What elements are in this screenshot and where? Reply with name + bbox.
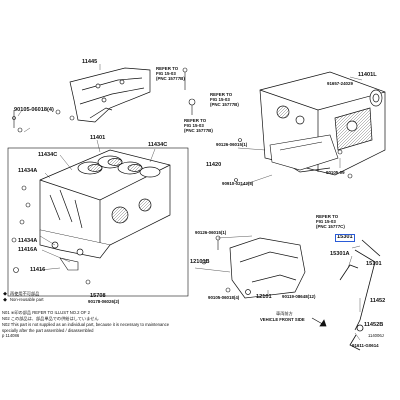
part-label-bolt-long[interactable]: 90119-08648(12) — [282, 294, 316, 299]
note-n02-ja: N02 この部品は、部品単品での供給はしていません — [2, 316, 99, 321]
part-label-plug-a[interactable]: 11434A — [18, 168, 38, 174]
part-label-ring[interactable]: 11416A — [18, 247, 38, 253]
part-label-hanger[interactable]: 11401L — [358, 72, 377, 78]
vehicle-front-arrow — [311, 317, 327, 327]
part-label-gasket[interactable]: 91657-24029 — [327, 81, 353, 86]
part-label-gauge[interactable]: 15301 — [335, 234, 355, 242]
legend-non-reusable-ja: ◆再使用不可部品 — [3, 291, 40, 297]
small-parts-drawing — [11, 67, 353, 293]
part-label-hanger-bolt[interactable]: 90105-09 — [326, 170, 345, 175]
part-label-tube[interactable]: 11452 — [370, 298, 386, 304]
note-n02-en-cont: specially after the part assembled / dis… — [2, 328, 94, 333]
part-label-seal[interactable]: 11420 — [206, 162, 222, 168]
head-cover-drawing — [69, 67, 151, 123]
oil-pan-lower-drawing — [229, 237, 306, 299]
part-label-stud-top[interactable]: 90126-06015(1) — [216, 142, 248, 147]
vehicle-front-side-ja: 車両前方 — [276, 311, 293, 316]
note-n02-en: N02 This part is not supplied as an indi… — [2, 322, 170, 327]
oil-level-gauge-drawing — [339, 239, 381, 351]
part-label-case-right[interactable]: 11434C — [148, 142, 168, 148]
non-reusable-icon: ◆ — [3, 291, 7, 297]
legend-non-reusable: ◆Non-reusable part — [3, 297, 44, 303]
part-label-tube-ring[interactable]: 11452B — [364, 322, 384, 328]
part-label-plug-b[interactable]: 11434A — [18, 238, 38, 244]
part-label-bolt-mid[interactable]: 90178-06026(2) — [88, 299, 120, 304]
part-label-cover[interactable]: 11445 — [82, 59, 98, 65]
figure-id: 114006J — [368, 333, 384, 338]
part-label-baffle[interactable]: 12101 — [256, 294, 272, 300]
part-label-bolt-left[interactable]: 90105-06018(4) — [14, 107, 54, 113]
part-label-clip[interactable]: 11416 — [30, 267, 46, 273]
part-label-stud-mid[interactable]: 90126-06015(1) — [195, 230, 227, 235]
non-reusable-icon-2: ◆ — [3, 297, 7, 303]
part-label-gauge-body[interactable]: 15101 — [366, 261, 382, 267]
vehicle-front-side-label: VEHICLE FRONT SIDE — [260, 317, 305, 322]
group-frame — [7, 147, 189, 297]
part-label-bolt-ring[interactable]: 90910-02142(8) — [222, 181, 254, 186]
part-label-sensor[interactable]: 12101B — [190, 259, 210, 265]
note-n01: N01 ※印の部品 REFER TO ILLUST NO.2 OF 2 — [2, 310, 90, 315]
part-label-case-left[interactable]: 11434C — [38, 152, 58, 158]
cylinder-block-drawing — [39, 149, 171, 259]
part-label-gauge-guide[interactable]: 15301A — [330, 251, 350, 257]
leader-lines — [17, 64, 363, 341]
part-label-bolt-right[interactable]: 90105-06018(4) — [208, 295, 240, 300]
page-ref: p 114086 — [2, 333, 20, 338]
baffle-plate-drawing — [269, 134, 339, 171]
part-label-plug-d[interactable]: 15708 — [90, 293, 106, 299]
part-label-block[interactable]: 11401 — [90, 135, 106, 141]
part-label-tube-bolt[interactable]: 91611-G0614 — [352, 343, 379, 348]
